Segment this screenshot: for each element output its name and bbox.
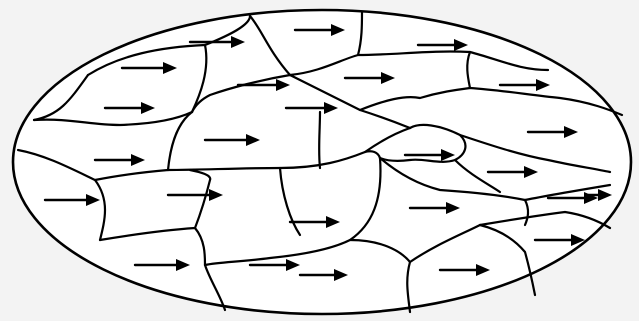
boundary-line [319,112,320,168]
outer-ellipse [13,10,631,314]
